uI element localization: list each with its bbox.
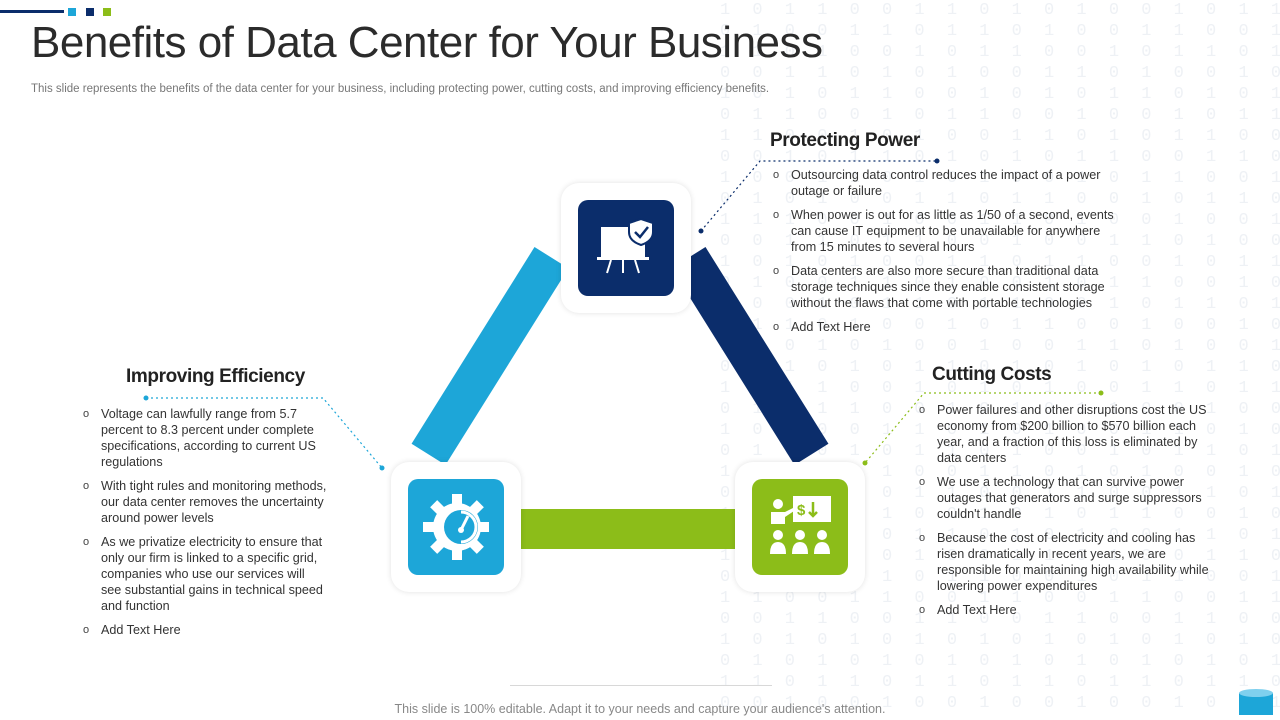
list-item: Add Text Here <box>919 602 1214 618</box>
protecting-power-heading: Protecting Power <box>770 130 920 151</box>
triangle-bottom-bar <box>505 509 750 549</box>
list-item: Because the cost of electricity and cool… <box>919 530 1214 594</box>
improving-efficiency-connector-dot-end <box>379 465 385 471</box>
cutting-costs-list: Power failures and other disruptions cos… <box>919 402 1214 626</box>
improving-efficiency-heading: Improving Efficiency <box>126 366 305 387</box>
list-item: As we privatize electricity to ensure th… <box>83 534 328 614</box>
slide-subtitle: This slide represents the benefits of th… <box>31 83 770 95</box>
cost-presentation-audience-icon: $ <box>752 479 848 575</box>
list-item: We use a technology that can survive pow… <box>919 474 1214 522</box>
list-item: Power failures and other disruptions cos… <box>919 402 1214 466</box>
accent-square-blue <box>68 8 76 16</box>
footer-divider <box>510 685 772 686</box>
accent-line <box>0 10 64 13</box>
improving-efficiency-list: Voltage can lawfully range from 5.7 perc… <box>83 406 328 646</box>
cutting-costs-tile: $ <box>735 462 865 592</box>
cutting-costs-heading: Cutting Costs <box>932 364 1052 385</box>
list-item: Outsourcing data control reduces the imp… <box>773 167 1123 199</box>
list-item: When power is out for as little as 1/50 … <box>773 207 1123 255</box>
list-item: Voltage can lawfully range from 5.7 perc… <box>83 406 328 470</box>
protecting-power-connector-dot-start <box>698 228 704 234</box>
accent-square-green <box>103 8 111 16</box>
slide-title: Benefits of Data Center for Your Busines… <box>31 18 823 67</box>
list-item: Add Text Here <box>83 622 328 638</box>
accent-square-navy <box>86 8 94 16</box>
list-item: With tight rules and monitoring methods,… <box>83 478 328 526</box>
improving-efficiency-tile <box>391 462 521 592</box>
gear-gauge-icon <box>408 479 504 575</box>
protecting-power-tile <box>561 183 691 313</box>
list-item: Add Text Here <box>773 319 1123 335</box>
list-item: Data centers are also more secure than t… <box>773 263 1123 311</box>
footer-note: This slide is 100% editable. Adapt it to… <box>394 702 886 716</box>
improving-efficiency-connector-dot-start <box>143 395 149 401</box>
protecting-power-list: Outsourcing data control reduces the imp… <box>773 167 1123 343</box>
svg-text:$: $ <box>797 502 806 519</box>
triangle-left-bar <box>411 247 569 465</box>
presentation-board-shield-icon <box>578 200 674 296</box>
database-cylinder-icon <box>1239 689 1273 715</box>
